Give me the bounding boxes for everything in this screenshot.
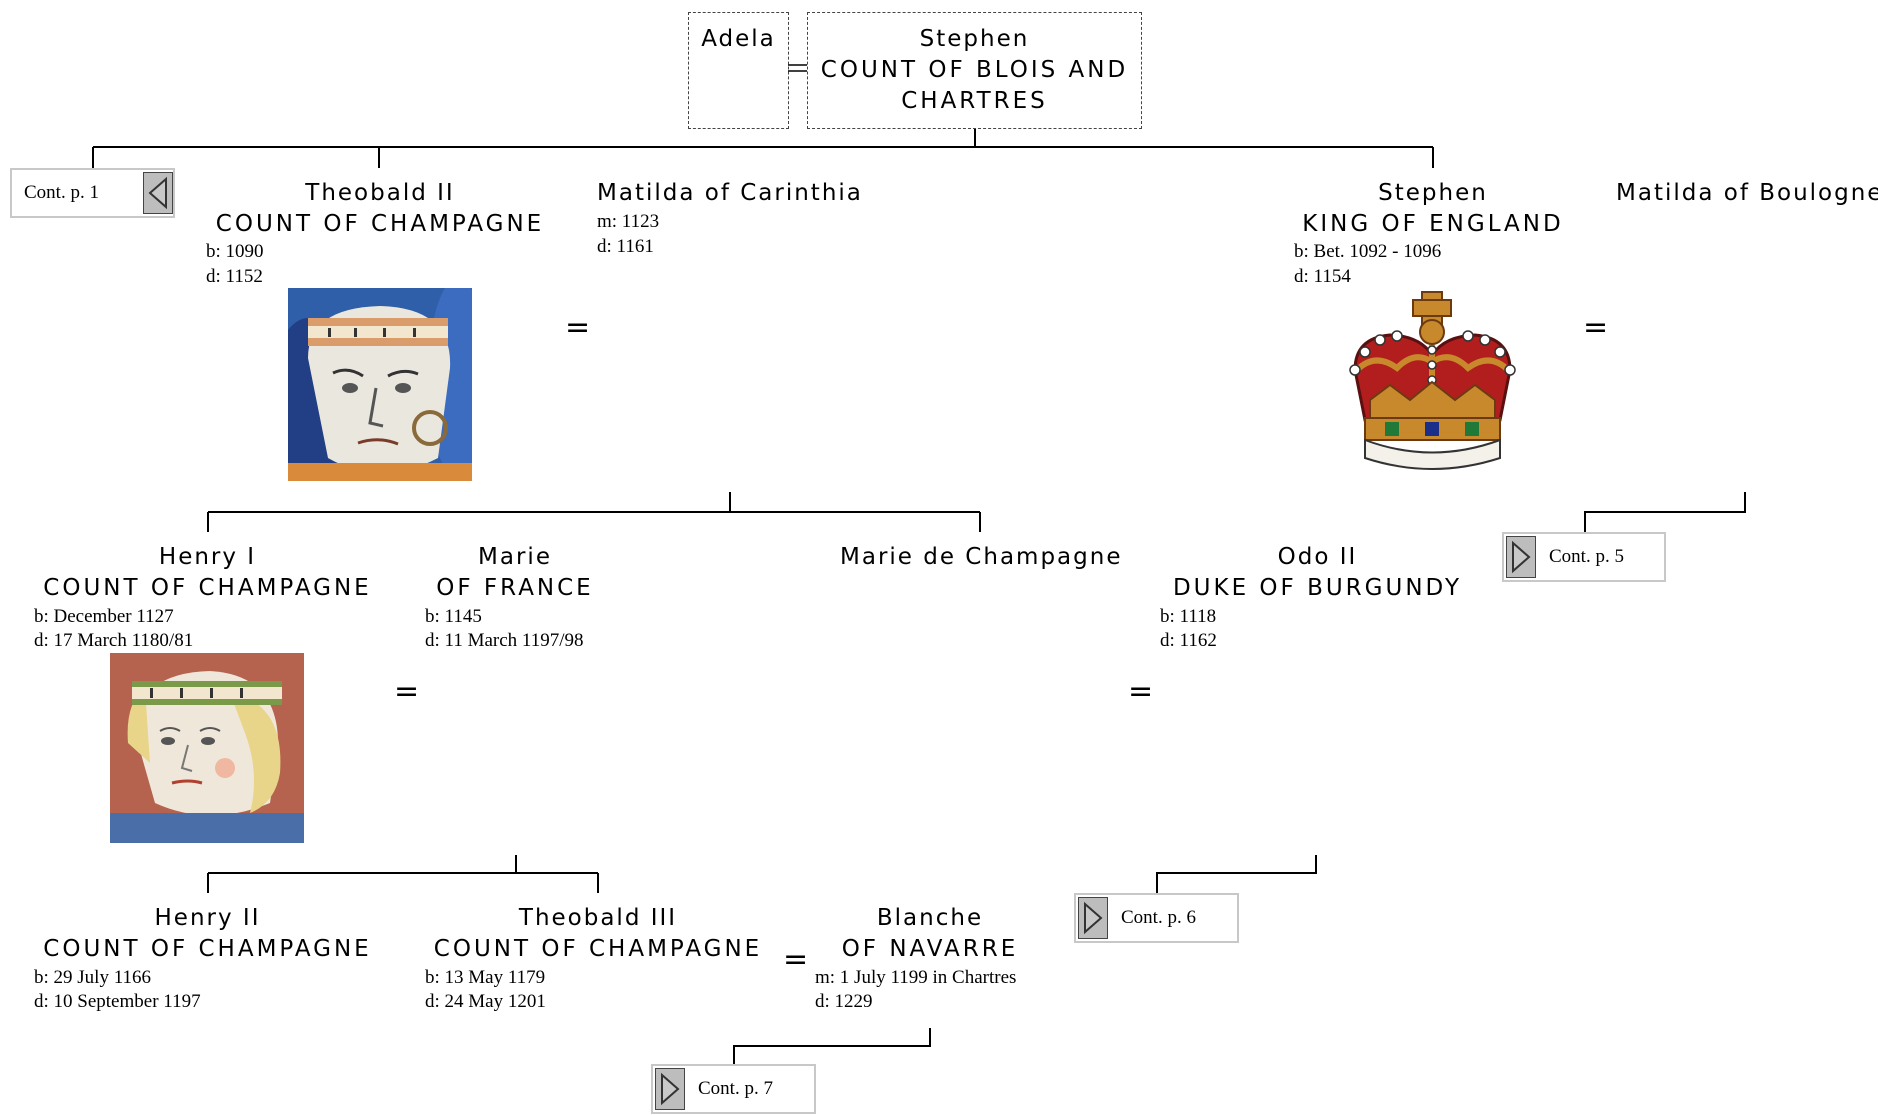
marie-france-title: OF FRANCE xyxy=(436,575,594,601)
odo2-birth: b: 1118 xyxy=(1160,606,1217,627)
stephen-blois-box[interactable] xyxy=(807,12,1142,129)
stephen-blois-title-line1: COUNT OF BLOIS AND xyxy=(820,57,1129,83)
blanche-title: OF NAVARRE xyxy=(841,936,1019,962)
marriage-symbol-theobald3: = xyxy=(783,942,809,977)
henry2-death: d: 10 September 1197 xyxy=(34,991,201,1012)
henry1-portrait xyxy=(110,653,304,843)
odo2-name: Odo II xyxy=(1277,544,1358,570)
marie-champagne-name: Marie de Champagne xyxy=(840,544,1123,570)
blanche-name: Blanche xyxy=(876,905,984,931)
theobald2-title: COUNT OF CHAMPAGNE xyxy=(215,211,545,237)
left-arrow-icon xyxy=(143,172,173,214)
theobald3-title: COUNT OF CHAMPAGNE xyxy=(433,936,763,962)
theobald3-death: d: 24 May 1201 xyxy=(425,991,546,1012)
marriage-symbol-stephen-england: = xyxy=(1583,310,1609,345)
henry1-name: Henry I xyxy=(158,544,257,570)
right-arrow-icon xyxy=(655,1068,685,1110)
cont-p5-button[interactable]: Cont. p. 5 xyxy=(1502,532,1666,582)
theobald2-name: Theobald II xyxy=(305,180,455,206)
stephen-england-birth: b: Bet. 1092 - 1096 xyxy=(1294,241,1442,262)
henry1-birth: b: December 1127 xyxy=(34,606,174,627)
stephen-england-title: KING OF ENGLAND xyxy=(1302,211,1564,237)
marriage-symbol-henry1: = xyxy=(394,674,420,709)
stephen-blois-title-line2: CHARTRES xyxy=(901,88,1048,114)
henry2-name: Henry II xyxy=(154,905,261,931)
adela-name: Adela xyxy=(701,26,776,52)
marie-france-name: Marie xyxy=(478,544,552,570)
stephen-england-death: d: 1154 xyxy=(1294,266,1351,287)
matilda-carinthia-married: m: 1123 xyxy=(597,211,660,232)
cont-p6-button[interactable]: Cont. p. 6 xyxy=(1074,893,1239,943)
henry1-title: COUNT OF CHAMPAGNE xyxy=(43,575,372,601)
henry2-birth: b: 29 July 1166 xyxy=(34,967,151,988)
cont-p6-label: Cont. p. 6 xyxy=(1121,907,1196,928)
stephen-blois-name: Stephen xyxy=(919,26,1030,52)
matilda-carinthia-name: Matilda of Carinthia xyxy=(597,180,863,206)
henry1-death: d: 17 March 1180/81 xyxy=(34,630,194,651)
theobald3-name: Theobald III xyxy=(518,905,678,931)
marie-france-birth: b: 1145 xyxy=(425,606,482,627)
theobald2-death: d: 1152 xyxy=(206,266,263,287)
blanche-married: m: 1 July 1199 in Chartres xyxy=(815,967,1017,988)
henry2-title: COUNT OF CHAMPAGNE xyxy=(43,936,372,962)
marriage-symbol-odo2: = xyxy=(1128,674,1154,709)
matilda-carinthia-death: d: 1161 xyxy=(597,236,654,257)
cont-p7-label: Cont. p. 7 xyxy=(698,1078,773,1099)
cont-p7-button[interactable]: Cont. p. 7 xyxy=(651,1064,816,1114)
stephen-england-name: Stephen xyxy=(1378,180,1488,206)
right-arrow-icon xyxy=(1506,536,1536,578)
adela-box[interactable] xyxy=(688,12,789,129)
crown-icon xyxy=(1335,290,1530,475)
theobald3-birth: b: 13 May 1179 xyxy=(425,967,546,988)
odo2-title: DUKE OF BURGUNDY xyxy=(1172,575,1463,601)
marriage-symbol-theobald2: = xyxy=(565,310,591,345)
cont-p1-button[interactable]: Cont. p. 1 xyxy=(10,168,175,218)
blanche-death: d: 1229 xyxy=(815,991,873,1012)
cont-p5-label: Cont. p. 5 xyxy=(1549,546,1624,567)
matilda-boulogne-name: Matilda of Boulogne xyxy=(1616,180,1878,206)
odo2-death: d: 1162 xyxy=(1160,630,1217,651)
theobald2-portrait xyxy=(288,288,472,481)
theobald2-birth: b: 1090 xyxy=(206,241,264,262)
cont-p1-label: Cont. p. 1 xyxy=(24,182,99,203)
marie-france-death: d: 11 March 1197/98 xyxy=(425,630,584,651)
right-arrow-icon xyxy=(1078,897,1108,939)
